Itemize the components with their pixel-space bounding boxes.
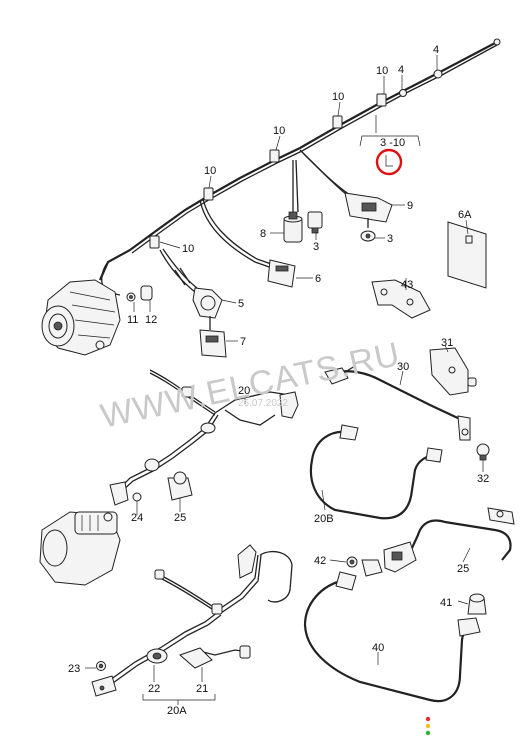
main-wiring-harness <box>98 38 501 358</box>
callout-30: 30 <box>397 361 409 373</box>
ground-eyelet-4-b <box>399 89 407 97</box>
callout-25-a: 25 <box>174 512 186 524</box>
terminal-20 <box>109 481 129 506</box>
bolt-24 <box>132 492 142 512</box>
callout-3-10: 3 -10 <box>380 137 405 149</box>
callout-22: 22 <box>148 683 160 695</box>
cap-32 <box>476 443 490 461</box>
clip-10-b <box>332 115 343 129</box>
callout-41: 41 <box>440 597 452 609</box>
callout-4-second: 4 <box>398 64 404 76</box>
harness-20 <box>109 369 299 512</box>
callout-40: 40 <box>372 642 384 654</box>
status-dots <box>425 716 431 736</box>
watermark: WWW.ELCATS.RU 26.07.2022 <box>97 335 403 436</box>
terminal-42 <box>361 559 383 577</box>
callout-21: 21 <box>196 683 208 695</box>
callout-5: 5 <box>238 298 244 310</box>
connector-7 <box>199 316 227 358</box>
label-plate-6a <box>447 221 487 289</box>
nut-23 <box>96 661 106 671</box>
sensor-8 <box>283 211 303 243</box>
bracket-43 <box>371 279 431 319</box>
highlight-marker <box>375 148 403 176</box>
cable-20b <box>309 424 443 520</box>
callout-32: 32 <box>477 473 489 485</box>
grommet-20 <box>200 422 216 434</box>
green-dot <box>425 730 431 736</box>
nut-42 <box>346 556 358 568</box>
sensor-3-right <box>360 218 376 242</box>
callout-12: 12 <box>145 314 157 326</box>
leader-lines <box>85 55 484 705</box>
bracket-31 <box>429 347 477 396</box>
callout-20b: 20B <box>314 513 334 525</box>
clip-10-e <box>149 235 160 249</box>
ground-eyelet-4-a <box>433 69 443 79</box>
callout-10-b: 10 <box>332 91 344 103</box>
terminal-nut-11 <box>126 292 136 302</box>
callout-7: 7 <box>240 336 246 348</box>
callout-8: 8 <box>260 228 266 240</box>
clip-20-right <box>279 391 299 419</box>
clip-10-c <box>269 149 280 163</box>
callout-6a: 6A <box>458 209 472 221</box>
yellow-dot <box>425 723 431 729</box>
callout-20a: 20A <box>167 705 187 717</box>
callout-31: 31 <box>441 337 453 349</box>
clip-10-a <box>376 93 387 107</box>
connector-6 <box>267 259 296 288</box>
callout-24: 24 <box>131 512 143 524</box>
callout-10-e: 10 <box>182 243 194 255</box>
terminal-20a <box>91 675 117 697</box>
connector-9 <box>344 192 393 223</box>
cap-41 <box>467 593 487 615</box>
callout-23: 23 <box>68 663 80 675</box>
grommet-22 <box>146 648 168 664</box>
relay-25 <box>167 471 193 501</box>
alternator <box>41 279 121 356</box>
callout-3-left: 3 <box>313 241 319 253</box>
cap-12 <box>140 285 153 301</box>
starter-motor <box>39 511 121 586</box>
cable-40 <box>303 571 481 703</box>
sensor-3-left <box>307 211 323 234</box>
cable-25 <box>383 507 515 573</box>
callout-11: 11 <box>127 314 138 326</box>
grommet-20-lower <box>144 458 160 472</box>
watermark-text: WWW.ELCATS.RU <box>97 335 403 436</box>
date-stamp: 26.07.2022 <box>238 398 288 409</box>
red-dot <box>425 716 431 722</box>
cable-30 <box>324 365 471 441</box>
callout-4-top: 4 <box>433 44 439 56</box>
callout-10-d: 10 <box>204 165 216 177</box>
callout-3-right: 3 <box>387 233 393 245</box>
callout-6: 6 <box>315 273 321 285</box>
harness-20a <box>91 544 293 697</box>
callout-10-a: 10 <box>376 65 388 77</box>
sensor-5 <box>192 287 223 319</box>
callout-labels: 4 4 10 10 10 10 10 3 -10 9 8 3 3 6A 6 5 … <box>68 44 489 717</box>
callout-42: 42 <box>314 555 326 567</box>
callout-10-c: 10 <box>273 125 285 137</box>
callout-20: 20 <box>238 385 250 397</box>
callout-9: 9 <box>407 200 413 212</box>
clip-20-top <box>181 386 193 398</box>
clip-10-d <box>203 187 214 201</box>
callout-25-b: 25 <box>457 563 469 575</box>
callout-43: 43 <box>401 279 413 291</box>
